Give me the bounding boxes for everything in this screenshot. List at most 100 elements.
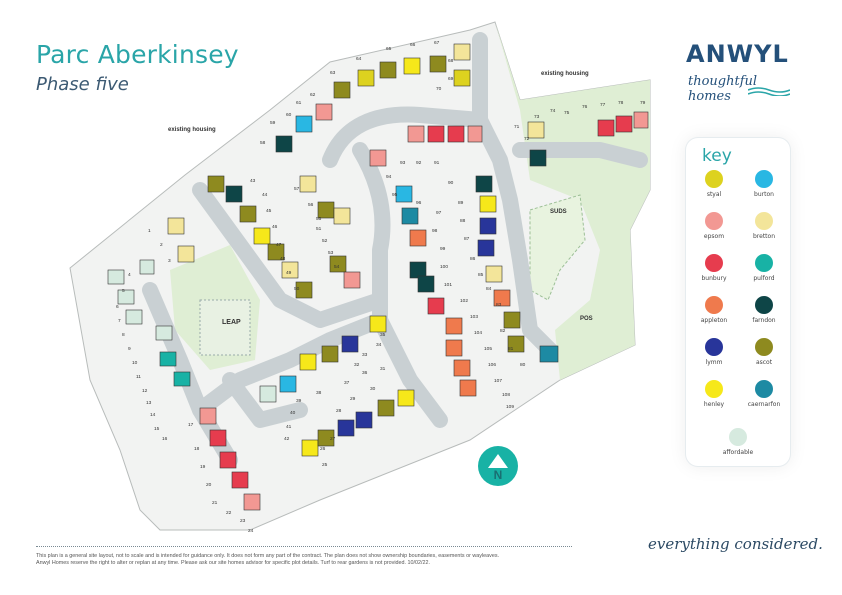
plot-number: 101 (444, 282, 452, 288)
plot-number: 95 (392, 192, 398, 198)
disclaimer: This plan is a general site layout, not … (36, 553, 596, 567)
key-swatch-icon (755, 212, 773, 230)
house-plot (243, 493, 261, 511)
key-swatch-icon (755, 338, 773, 356)
plot-number: 60 (286, 112, 292, 118)
house-plot (317, 201, 335, 219)
key-swatch-icon (705, 380, 723, 398)
key-swatch-icon (755, 380, 773, 398)
plot-number: 77 (600, 102, 606, 108)
north-arrow-icon: N (478, 446, 518, 486)
key-label: farndon (752, 317, 776, 324)
plot-number: 2 (160, 242, 163, 248)
plot-number: 75 (564, 110, 570, 116)
plot-number: 38 (316, 390, 322, 396)
key-label: epsom (703, 233, 725, 240)
label-leap: LEAP (222, 319, 241, 326)
house-plot (155, 325, 173, 341)
plot-number: 108 (502, 392, 510, 398)
house-plot (453, 359, 471, 377)
key-label: caernarfon (747, 401, 781, 408)
house-plot (395, 185, 413, 203)
plot-number: 78 (618, 100, 624, 106)
house-plot (317, 429, 335, 447)
key-label: affordable (722, 449, 754, 456)
key-item-burton: burton (740, 170, 788, 198)
plot-number: 52 (322, 238, 328, 244)
plot-number: 79 (640, 100, 646, 106)
house-plot (597, 119, 615, 137)
plot-number: 45 (266, 208, 272, 214)
plot-number: 64 (356, 56, 362, 62)
logo-tagline: thoughtful homes (688, 74, 758, 104)
key-label: burton (754, 191, 774, 198)
house-plot (173, 371, 191, 387)
plot-number: 82 (500, 328, 506, 334)
plot-number: 90 (448, 180, 454, 186)
plot-number: 100 (440, 264, 448, 270)
house-plot (397, 389, 415, 407)
plot-number: 37 (344, 380, 350, 386)
plot-number: 35 (380, 332, 386, 338)
house-plot (369, 149, 387, 167)
plot-number: 89 (458, 200, 464, 206)
house-plot (459, 379, 477, 397)
house-plot (479, 195, 497, 213)
house-plot (259, 385, 277, 403)
plot-number: 104 (474, 330, 482, 336)
plot-number: 24 (248, 528, 254, 534)
house-plot (407, 125, 425, 143)
plot-number: 70 (436, 86, 442, 92)
key-item-bretton: bretton (740, 212, 788, 240)
house-plot (343, 271, 361, 289)
plot-number: 49 (286, 270, 292, 276)
house-plot (295, 281, 313, 299)
house-plot (275, 135, 293, 153)
plot-number: 57 (294, 186, 300, 192)
key-item-epsom: epsom (690, 212, 738, 240)
plot-number: 83 (496, 302, 502, 308)
north-label: N (494, 468, 503, 482)
plot-number: 93 (400, 160, 406, 166)
house-plot (239, 205, 257, 223)
plot-number: 76 (582, 104, 588, 110)
plot-number: 25 (322, 462, 328, 468)
key-item-pulford: pulford (740, 254, 788, 282)
house-plot (177, 245, 195, 263)
key-label: henley (703, 401, 725, 408)
house-plot (485, 265, 503, 283)
key-swatch-icon (705, 254, 723, 272)
plot-number: 53 (328, 250, 334, 256)
plot-number: 41 (286, 424, 292, 430)
key-swatch-icon (755, 170, 773, 188)
plot-number: 96 (416, 200, 422, 206)
house-plot (231, 471, 249, 489)
plot-number: 30 (370, 386, 376, 392)
plot-number: 23 (240, 518, 246, 524)
plot-number: 22 (226, 510, 232, 516)
house-plot (377, 399, 395, 417)
plot-number: 99 (440, 246, 446, 252)
plot-number: 27 (330, 436, 336, 442)
plot-number: 86 (470, 256, 476, 262)
plot-number: 21 (212, 500, 218, 506)
house-plot (379, 61, 397, 79)
key-label: pulford (753, 275, 775, 282)
house-plots (107, 43, 649, 511)
house-plot (279, 375, 297, 393)
house-plot (479, 217, 497, 235)
plot-number: 73 (534, 114, 540, 120)
house-plot (337, 419, 355, 437)
house-plot (139, 259, 155, 275)
house-plot (417, 275, 435, 293)
house-plot (329, 255, 347, 273)
plot-number: 29 (350, 396, 356, 402)
plot-number: 44 (262, 192, 268, 198)
house-plot (253, 227, 271, 245)
house-plot (403, 57, 421, 75)
house-plot (615, 115, 633, 133)
house-plot (125, 309, 143, 325)
house-plot (453, 43, 471, 61)
key-item-affordable: affordable (714, 428, 762, 456)
